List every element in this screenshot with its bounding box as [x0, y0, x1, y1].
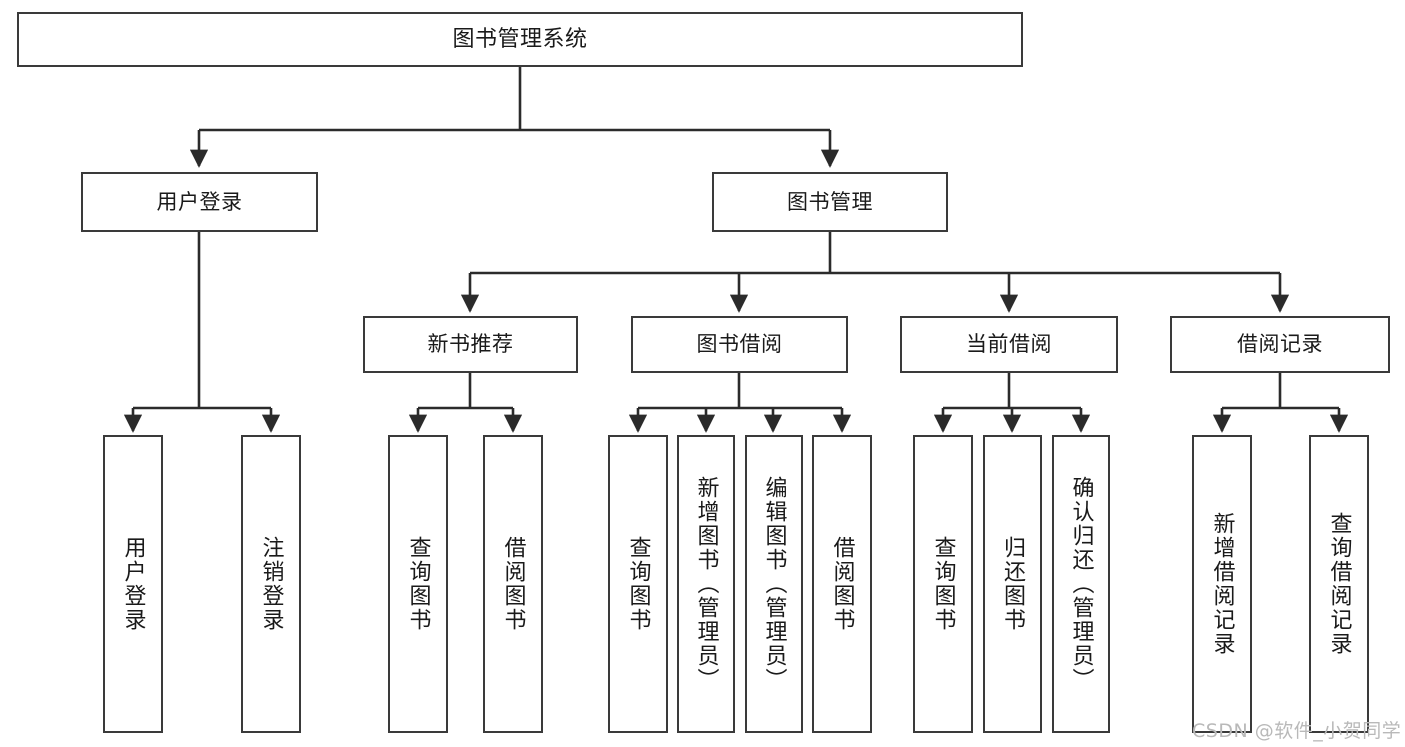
node-book-borrow[interactable]: 图书借阅	[631, 316, 848, 373]
node-label: 图书借阅	[696, 332, 783, 357]
node-label: 编辑图书（管理员）	[761, 476, 787, 692]
node-label: 用户登录	[156, 189, 243, 214]
node-borrow-record[interactable]: 借阅记录	[1170, 316, 1390, 373]
node-user-login[interactable]: 用户登录	[81, 172, 318, 232]
leaf-query-book-1[interactable]: 查询图书	[388, 435, 448, 733]
leaf-user-login[interactable]: 用户登录	[103, 435, 163, 733]
leaf-confirm-return[interactable]: 确认归还（管理员）	[1052, 435, 1110, 733]
leaf-query-book-3[interactable]: 查询图书	[913, 435, 973, 733]
node-label: 图书管理系统	[452, 26, 588, 52]
node-label: 查询图书	[625, 536, 651, 632]
node-label: 借阅图书	[500, 536, 526, 632]
node-label: 查询图书	[405, 536, 431, 632]
node-label: 新增借阅记录	[1209, 512, 1235, 656]
node-label: 确认归还（管理员）	[1068, 476, 1094, 692]
leaf-logout[interactable]: 注销登录	[241, 435, 301, 733]
leaf-add-book[interactable]: 新增图书（管理员）	[677, 435, 735, 733]
node-label: 归还图书	[1000, 536, 1026, 632]
node-label: 当前借阅	[966, 332, 1052, 357]
node-label: 新书推荐	[427, 332, 514, 357]
node-label: 查询图书	[930, 536, 956, 632]
leaf-query-record[interactable]: 查询借阅记录	[1309, 435, 1369, 733]
node-label: 注销登录	[258, 536, 284, 632]
csdn-watermark: CSDN @软件_小贺同学	[1192, 720, 1402, 742]
leaf-edit-book[interactable]: 编辑图书（管理员）	[745, 435, 803, 733]
leaf-query-book-2[interactable]: 查询图书	[608, 435, 668, 733]
node-current-borrow[interactable]: 当前借阅	[900, 316, 1118, 373]
node-label: 用户登录	[120, 536, 146, 632]
node-label: 新增图书（管理员）	[693, 476, 719, 692]
leaf-borrow-book-2[interactable]: 借阅图书	[812, 435, 872, 733]
leaf-add-record[interactable]: 新增借阅记录	[1192, 435, 1252, 733]
leaf-borrow-book-1[interactable]: 借阅图书	[483, 435, 543, 733]
node-label: 查询借阅记录	[1326, 512, 1352, 656]
node-label: 图书管理	[787, 189, 873, 214]
node-root-system[interactable]: 图书管理系统	[17, 12, 1023, 67]
leaf-return-book[interactable]: 归还图书	[983, 435, 1042, 733]
node-label: 借阅图书	[829, 536, 855, 632]
node-new-book-recommend[interactable]: 新书推荐	[363, 316, 578, 373]
node-label: 借阅记录	[1237, 332, 1323, 357]
node-book-manage[interactable]: 图书管理	[712, 172, 948, 232]
